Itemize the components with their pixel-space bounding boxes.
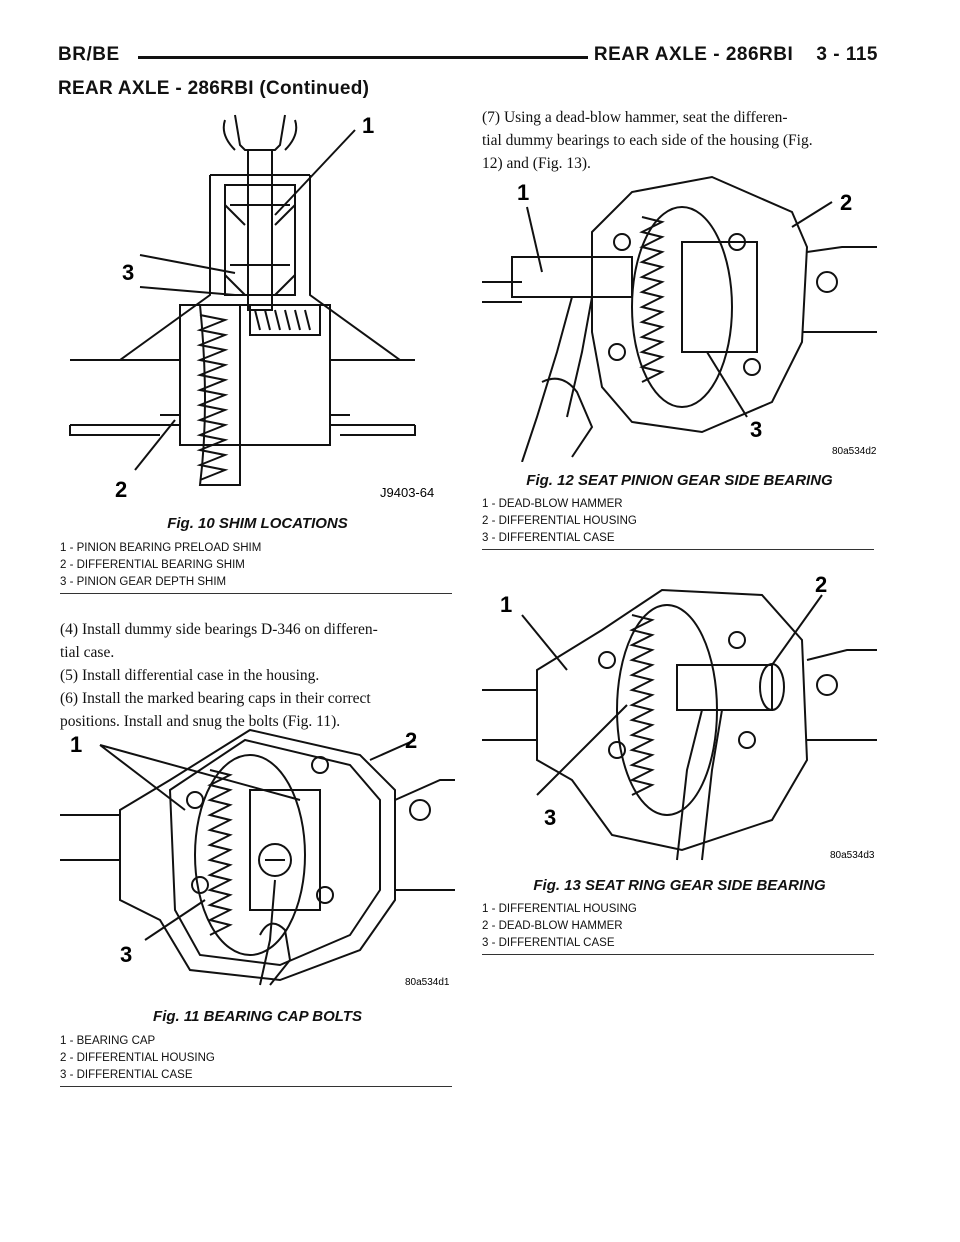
fig12-legend-item: 3 - DIFFERENTIAL CASE <box>482 532 615 544</box>
fig13-rule <box>482 954 874 955</box>
page-header: BR/BE REAR AXLE - 286RBI 3 - 115 <box>58 44 878 74</box>
fig11-callout-2: 2 <box>405 728 417 753</box>
step-4-line-1: (4) Install dummy side bearings D-346 on… <box>60 621 378 638</box>
step-6-line-1: (6) Install the marked bearing caps in t… <box>60 690 371 707</box>
fig13-legend-item: 3 - DIFFERENTIAL CASE <box>482 937 615 949</box>
fig11-caption: Fig. 11 BEARING CAP BOLTS <box>153 1008 362 1025</box>
header-rule <box>138 56 588 59</box>
step-7-line-1: (7) Using a dead-blow hammer, seat the d… <box>482 109 788 126</box>
fig10-legend-item: 2 - DIFFERENTIAL BEARING SHIM <box>60 559 245 571</box>
fig10-callout-3: 3 <box>122 260 134 285</box>
left-body-text: (4) Install dummy side bearings D-346 on… <box>60 618 455 733</box>
fig12-caption: Fig. 12 SEAT PINION GEAR SIDE BEARING <box>526 472 833 489</box>
fig13-ring-side-illustration: 1 2 3 80a534d3 <box>482 570 877 865</box>
step-7-line-2: tial dummy bearings to each side of the … <box>482 132 813 149</box>
fig11-legend-item: 1 - BEARING CAP <box>60 1035 156 1047</box>
fig10-caption: Fig. 10 SHIM LOCATIONS <box>167 515 348 532</box>
fig12-code: 80a534d2 <box>832 446 877 457</box>
fig10-legend: 1 - PINION BEARING PRELOAD SHIM 2 - DIFF… <box>60 540 261 591</box>
fig13-caption: Fig. 13 SEAT RING GEAR SIDE BEARING <box>533 877 826 894</box>
step-7-line-3: 12) and (Fig. 13). <box>482 155 591 172</box>
fig10-callout-2: 2 <box>115 477 127 502</box>
fig13-callout-1: 1 <box>500 592 512 617</box>
fig10-code: J9403-64 <box>380 485 434 500</box>
fig12-callout-1: 1 <box>517 180 529 205</box>
fig11-rule <box>60 1086 452 1087</box>
fig11-callout-3: 3 <box>120 942 132 967</box>
fig10-rule <box>60 593 452 594</box>
fig13-legend: 1 - DIFFERENTIAL HOUSING 2 - DEAD-BLOW H… <box>482 901 637 952</box>
fig12-callout-3: 3 <box>750 417 762 442</box>
fig13-code: 80a534d3 <box>830 850 875 861</box>
fig10-legend-item: 1 - PINION BEARING PRELOAD SHIM <box>60 542 262 554</box>
fig12-legend-item: 1 - DEAD-BLOW HAMMER <box>482 498 623 510</box>
fig11-legend-item: 3 - DIFFERENTIAL CASE <box>60 1069 193 1081</box>
fig12-legend-item: 2 - DIFFERENTIAL HOUSING <box>482 515 637 527</box>
right-body-text: (7) Using a dead-blow hammer, seat the d… <box>482 106 877 175</box>
fig10-callout-1: 1 <box>362 113 374 138</box>
step-4-line-2: tial case. <box>60 644 115 661</box>
fig13-legend-item: 2 - DEAD-BLOW HAMMER <box>482 920 623 932</box>
step-5: (5) Install differential case in the hou… <box>60 667 320 684</box>
fig12-callout-2: 2 <box>840 190 852 215</box>
fig12-pinion-side-illustration: 1 2 3 80a534d2 <box>482 172 877 462</box>
fig11-code: 80a534d1 <box>405 977 450 988</box>
fig13-callout-2: 2 <box>815 572 827 597</box>
fig11-callout-1: 1 <box>70 732 82 757</box>
fig13-legend-item: 1 - DIFFERENTIAL HOUSING <box>482 903 637 915</box>
section-title: REAR AXLE - 286RBI (Continued) <box>58 78 370 99</box>
fig12-rule <box>482 549 874 550</box>
step-6-line-2: positions. Install and snug the bolts (F… <box>60 713 341 730</box>
fig12-legend: 1 - DEAD-BLOW HAMMER 2 - DIFFERENTIAL HO… <box>482 496 637 547</box>
fig10-shim-locations-illustration: 1 3 2 J9403-64 <box>60 105 455 510</box>
header-model: BR/BE <box>58 44 120 65</box>
fig13-callout-3: 3 <box>544 805 556 830</box>
fig11-legend: 1 - BEARING CAP 2 - DIFFERENTIAL HOUSING… <box>60 1033 215 1084</box>
fig11-bearing-cap-illustration: 1 2 3 80a534d1 <box>60 720 455 1000</box>
fig11-legend-item: 2 - DIFFERENTIAL HOUSING <box>60 1052 215 1064</box>
header-section-page: REAR AXLE - 286RBI 3 - 115 <box>593 44 878 65</box>
fig10-legend-item: 3 - PINION GEAR DEPTH SHIM <box>60 576 227 588</box>
